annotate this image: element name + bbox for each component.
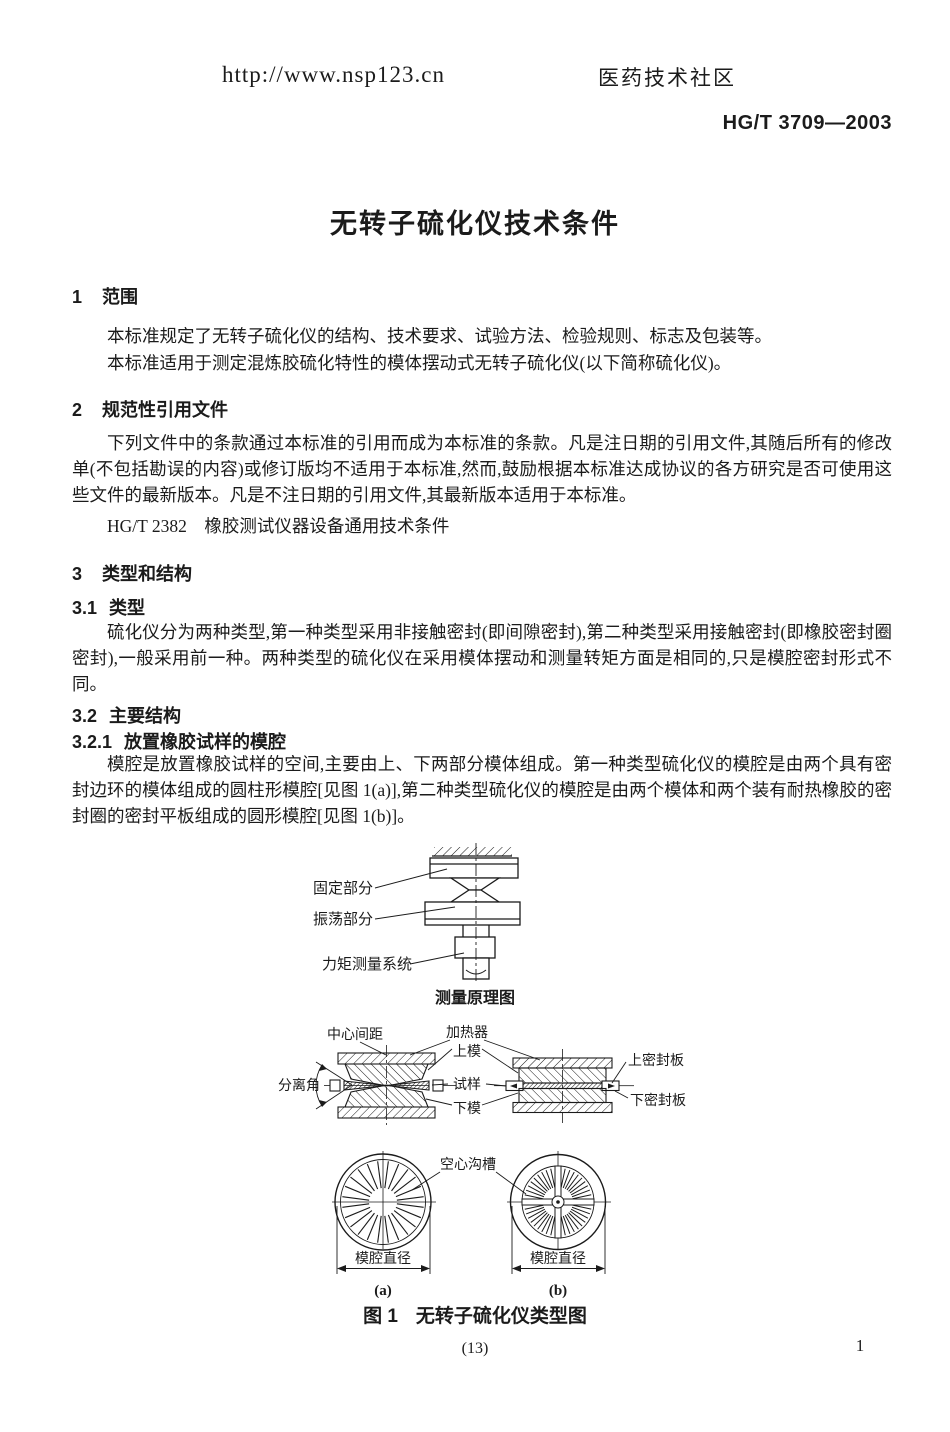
seal-edge-ring-right (432, 1079, 444, 1092)
angle-arc (315, 1064, 323, 1107)
label-cavity-diameter-b: 模腔直径 (530, 1250, 586, 1267)
fixed-part-shape (429, 857, 519, 879)
section-1-paragraph-1: 本标准规定了无转子硫化仪的结构、技术要求、试验方法、检验规则、标志及包装等。 (107, 326, 772, 346)
bowtie-upper (448, 877, 502, 891)
label-upper-mold: 上模 (453, 1044, 481, 1060)
leader-groove-right (495, 1171, 527, 1195)
cavity-a-inner-circle (340, 1159, 426, 1245)
figure-1-caption: 图 1 无转子硫化仪类型图 (0, 1301, 950, 1328)
leader-lower-seal (614, 1090, 629, 1099)
label-hollow-groove: 空心沟槽 (440, 1157, 496, 1173)
principle-diagram (374, 843, 521, 983)
sublabel-a: (a) (374, 1283, 392, 1299)
leader-torque-system (409, 952, 465, 965)
section-2-paragraph-1: 下列文件中的条款通过本标准的引用而成为本标准的条款。凡是注日期的引用文件,其随后… (72, 433, 892, 505)
leader-oscillating-part (374, 906, 456, 920)
seal-edge-ring-left (329, 1079, 341, 1092)
section-number: 3.1 (72, 598, 98, 618)
section-3-1-heading: 3.1 类型 (72, 594, 145, 620)
section-view (315, 1039, 634, 1125)
figure-number: 图 1 (363, 1306, 398, 1327)
leader-center-distance (359, 1041, 387, 1056)
label-heater: 加热器 (446, 1025, 488, 1041)
label-cavity-diameter-a: 模腔直径 (355, 1250, 411, 1267)
watermark-community: 医药技术社区 (598, 66, 736, 90)
ceiling-hatch (434, 847, 512, 856)
leader-heater-left (409, 1039, 451, 1056)
label-torque-system: 力矩测量系统 (322, 956, 412, 973)
label-upper-seal-plate: 上密封板 (628, 1052, 684, 1069)
plan-view (332, 1151, 611, 1274)
standard-code: HG/T 3709—2003 (722, 112, 892, 134)
section-3-2-1-paragraph-1: 模腔是放置橡胶试样的空间,主要由上、下两部分模体组成。第一种类型硫化仪的模腔是由… (72, 754, 892, 826)
label-oscillating-part: 振荡部分 (313, 911, 373, 928)
section-title: 类型 (109, 598, 146, 618)
leader-upper-mold-left (427, 1048, 453, 1071)
section-3-1-paragraph-1: 硫化仪分为两种类型,第一种类型采用非接触密封(即间隙密封),第二种类型采用接触密… (72, 622, 892, 694)
leader-heater-right (483, 1039, 541, 1061)
leader-upper-mold-right (481, 1048, 519, 1074)
label-center-distance: 中心间距 (327, 1027, 383, 1043)
section-number: 3 (72, 564, 83, 584)
leader-fixed-part (374, 868, 448, 889)
cavity-b-outer-circle (509, 1153, 607, 1251)
section-title: 范围 (102, 287, 138, 307)
section-1-heading: 1 范围 (72, 283, 138, 309)
leader-specimen-left (431, 1083, 449, 1086)
section-1-paragraph-2: 本标准适用于测定混炼胶硫化特性的模体摆动式无转子硫化仪(以下简称硫化仪)。 (107, 353, 732, 373)
label-lower-mold: 下模 (453, 1101, 481, 1117)
footer-section-number: (13) (461, 1340, 489, 1357)
section-3-heading: 3 类型和结构 (72, 560, 192, 586)
section-title: 类型和结构 (102, 564, 192, 584)
section-number: 2 (72, 400, 83, 420)
section-number: 3.2.1 (72, 732, 113, 752)
torque-system-shape (454, 936, 496, 959)
cavity-a-grooves (342, 1161, 424, 1243)
watermark-url: http://www.nsp123.cn (222, 62, 445, 87)
section-2-heading: 2 规范性引用文件 (72, 396, 228, 422)
section-3-2-heading: 3.2 主要结构 (72, 702, 181, 728)
leader-specimen-right (485, 1083, 507, 1087)
sublabel-b: (b) (549, 1283, 567, 1299)
cavity-b-grooves (524, 1168, 592, 1236)
bowtie-lower (448, 889, 502, 903)
page-number: 1 (855, 1336, 865, 1355)
label-separation-angle: 分离角 (278, 1077, 320, 1094)
section-3-2-1-heading: 3.2.1 放置橡胶试样的模腔 (72, 728, 286, 754)
leader-upper-seal (611, 1061, 627, 1084)
section-number: 3.2 (72, 706, 98, 726)
section-title: 放置橡胶试样的模腔 (124, 732, 287, 752)
cavity-a-outer-circle (334, 1153, 432, 1251)
section-title: 主要结构 (109, 706, 182, 726)
label-specimen: 试样 (453, 1077, 481, 1093)
document-title: 无转子硫化仪技术条件 (330, 209, 620, 239)
figure-title: 无转子硫化仪类型图 (415, 1306, 587, 1327)
leader-groove-left (411, 1171, 441, 1191)
section-number: 1 (72, 287, 83, 307)
leader-lower-mold-left (425, 1098, 453, 1106)
oscillating-part-shape (424, 901, 521, 926)
principle-caption: 测量原理图 (435, 988, 515, 1007)
label-fixed-part: 固定部分 (313, 880, 373, 897)
leader-lower-mold-right (481, 1092, 519, 1106)
figure-1: 固定部分 振荡部分 力矩测量系统 测量原理图 (278, 843, 686, 1299)
section-title: 规范性引用文件 (102, 400, 228, 420)
section-2-reference: HG/T 2382 橡胶测试仪器设备通用技术条件 (107, 516, 450, 536)
label-lower-seal-plate: 下密封板 (630, 1092, 686, 1109)
